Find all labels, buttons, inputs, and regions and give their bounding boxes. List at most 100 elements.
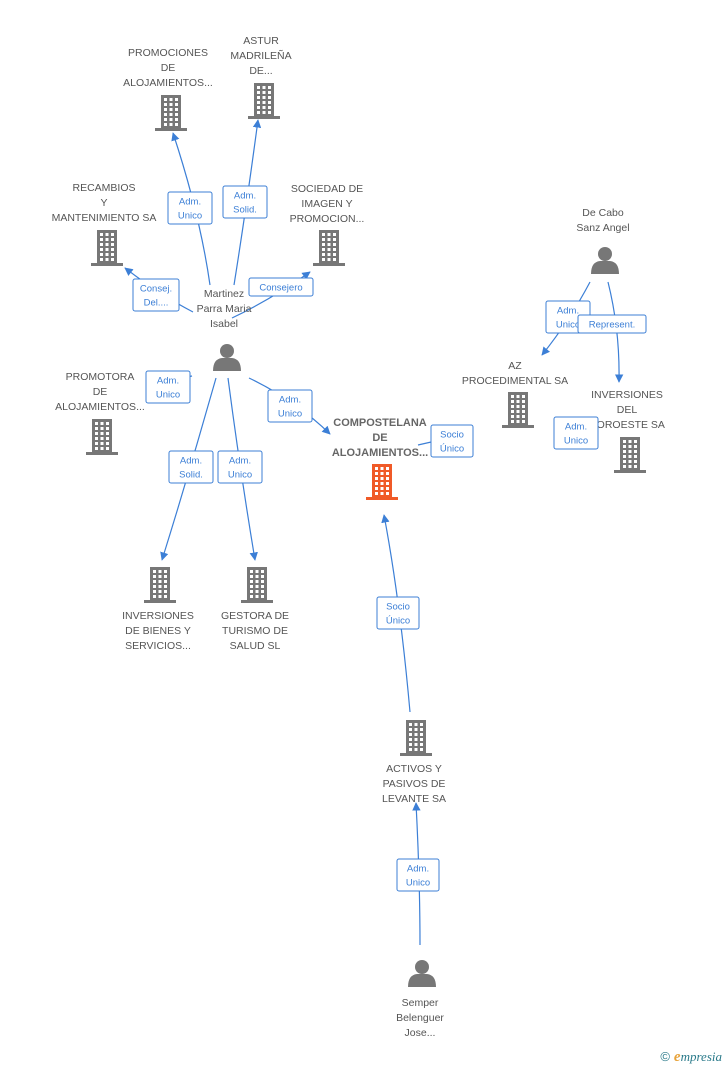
building-icon: [400, 720, 432, 756]
relation-label[interactable]: Adm.Unico: [217, 450, 263, 484]
node-sociedad[interactable]: SOCIEDAD DE IMAGEN Y PROMOCION...: [290, 183, 365, 266]
relation-label-text: Adm.: [229, 456, 251, 467]
relation-label[interactable]: Adm.Solid.: [222, 185, 268, 219]
building-icon: [241, 567, 273, 603]
node-label: DE...: [249, 65, 272, 77]
relation-label-text: Socio: [386, 602, 410, 613]
building-icon: [144, 567, 176, 603]
edge-labels-layer: Adm.UnicoAdm.Solid.Consej.Del....Conseje…: [132, 185, 647, 892]
relation-label-text: Unico: [178, 211, 202, 222]
node-label: Semper: [402, 997, 439, 1009]
building-icon: [614, 437, 646, 473]
relation-label-text: Adm.: [157, 376, 179, 387]
node-label: PROCEDIMENTAL SA: [462, 375, 568, 387]
node-label: AZ: [508, 360, 522, 372]
relation-label[interactable]: Adm. Unico: [267, 389, 313, 423]
building-icon: [248, 83, 280, 119]
node-label: PASIVOS DE: [383, 778, 446, 790]
relation-label-box: [430, 424, 474, 458]
relation-label-box: [222, 185, 268, 219]
node-label: RECAMBIOS: [72, 182, 135, 194]
relation-label[interactable]: Adm. Unico: [553, 416, 599, 450]
relation-label-text: Unico: [156, 390, 180, 401]
node-label: ALOJAMIENTOS...: [332, 447, 428, 459]
relation-label-box: [267, 389, 313, 423]
node-label: IMAGEN Y: [301, 198, 352, 210]
node-promociones[interactable]: PROMOCIONESDEALOJAMIENTOS...: [123, 47, 213, 131]
brand-initial: e: [673, 1049, 681, 1065]
node-label: DE: [93, 386, 108, 398]
relation-label-box: [376, 596, 420, 630]
node-label: ASTUR: [243, 35, 279, 47]
node-label: De Cabo: [582, 207, 624, 219]
node-semper[interactable]: SemperBelenguerJose...: [396, 960, 444, 1039]
node-label: GESTORA DE: [221, 610, 289, 622]
node-label: NOROESTE SA: [589, 419, 665, 431]
relation-label-text: Adm.: [234, 191, 256, 202]
building-icon: [502, 392, 534, 428]
building-icon: [366, 464, 398, 500]
node-label: PROMOCION...: [290, 213, 365, 225]
relation-label-box: [553, 416, 599, 450]
building-icon: [91, 230, 123, 266]
node-label: ACTIVOS Y: [386, 763, 442, 775]
relation-label-box: [577, 314, 647, 334]
relation-label-box: [168, 450, 214, 484]
relation-label-text: Socio: [440, 430, 464, 441]
relation-label-text: Del....: [144, 298, 169, 309]
relation-label[interactable]: Consejero: [248, 277, 314, 297]
empresia-logo[interactable]: ©empresia: [660, 1049, 722, 1066]
node-label: ALOJAMIENTOS...: [123, 77, 213, 89]
relation-label[interactable]: Adm. Unico: [145, 370, 191, 404]
node-label: SOCIEDAD DE: [291, 183, 363, 195]
node-activos[interactable]: ACTIVOS Y PASIVOS DE LEVANTE SA: [382, 720, 446, 805]
relation-label-text: Unico: [564, 436, 588, 447]
node-az[interactable]: AZ PROCEDIMENTAL SA: [462, 360, 568, 428]
relation-label[interactable]: Consej.Del....: [132, 278, 180, 312]
relation-label-text: Adm.: [279, 395, 301, 406]
relation-label-box: [248, 277, 314, 297]
relation-label[interactable]: Represent.: [577, 314, 647, 334]
node-astur[interactable]: ASTURMADRILEÑADE...: [230, 35, 292, 119]
node-label: DE BIENES Y: [125, 625, 191, 637]
node-label: Sanz Angel: [576, 222, 629, 234]
relation-label-text: Unico: [556, 320, 580, 331]
relation-label-text: Único: [440, 444, 464, 455]
relation-label-text: Adm.: [407, 864, 429, 875]
node-label: ALOJAMIENTOS...: [55, 401, 145, 413]
relation-label-box: [132, 278, 180, 312]
node-label: MANTENIMIENTO SA: [52, 212, 157, 224]
node-label: INVERSIONES: [122, 610, 194, 622]
person-icon: [408, 960, 436, 987]
node-label: Belenguer: [396, 1012, 444, 1024]
relation-label-text: Unico: [278, 409, 302, 420]
relation-label-text: Adm.: [180, 456, 202, 467]
copyright-symbol: ©: [660, 1049, 670, 1064]
person-icon: [213, 344, 241, 371]
node-compostelana[interactable]: COMPOSTELANADEALOJAMIENTOS...: [332, 417, 428, 500]
node-label: LEVANTE SA: [382, 793, 446, 805]
node-label: INVERSIONES: [591, 389, 663, 401]
node-label: Y: [100, 197, 107, 209]
relation-label-text: Represent.: [589, 320, 635, 331]
relation-label[interactable]: Adm.Unico: [167, 191, 213, 225]
node-promotora[interactable]: PROMOTORADEALOJAMIENTOS...: [55, 371, 145, 455]
node-label: Jose...: [405, 1027, 436, 1039]
node-label: PROMOCIONES: [128, 47, 208, 59]
relation-label[interactable]: Adm.Solid.: [168, 450, 214, 484]
edges-layer: [124, 119, 624, 946]
node-recambios[interactable]: RECAMBIOS Y MANTENIMIENTO SA: [52, 182, 157, 266]
relation-label-text: Único: [386, 616, 410, 627]
nodes-layer: PROMOCIONESDEALOJAMIENTOS...ASTURMADRILE…: [52, 35, 665, 1039]
relation-label-text: Adm.: [565, 422, 587, 433]
node-label: DE: [372, 432, 387, 444]
relation-label[interactable]: Adm.Unico: [396, 858, 440, 892]
